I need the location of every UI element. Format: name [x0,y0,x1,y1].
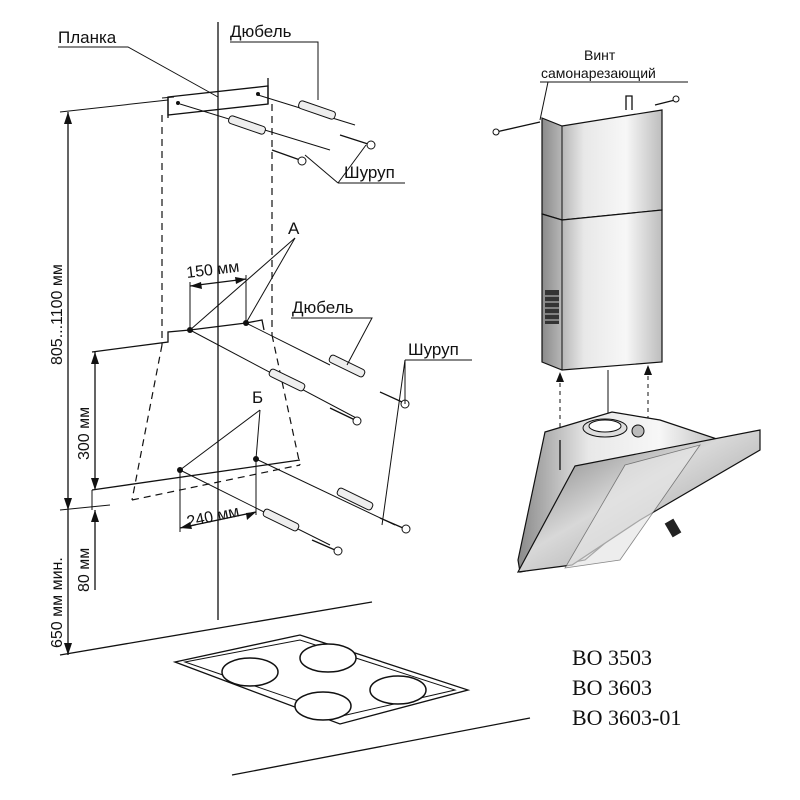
dimension-650 [59,504,111,655]
upper-mount-plate [91,319,265,353]
dimension-150 [189,275,247,330]
label-dyubel-top: Дюбель [230,22,292,41]
dowel-top-1 [179,103,331,151]
dimension-300 [91,352,99,510]
hood-glass-panel [516,429,761,573]
mid-dowels [189,322,410,426]
leader-lines [58,41,472,526]
screw-top-1 [271,149,307,166]
screw-right-hood [654,95,680,106]
label-point-a: А [288,219,300,238]
model-1: ВО 3503 [572,645,652,670]
dim-150: 150 мм [185,259,240,282]
mounting-bracket [161,78,269,118]
model-2: ВО 3603 [572,675,652,700]
dimension-80 [91,510,99,590]
chimney-outline-dashed [131,104,301,501]
hob [172,634,471,725]
screw-top-2 [339,134,376,150]
label-vint-2: самонарезающий [541,65,656,81]
dowel-top-2 [257,94,356,126]
vent-grille [545,290,559,324]
lower-mount-line [91,456,411,556]
countertop [59,601,531,776]
dim-240: 240 мм [185,503,241,531]
screw-left-hood [492,121,541,136]
vint-leader [539,81,549,121]
label-planka: Планка [58,28,117,47]
label-shurup-top: Шуруп [344,163,395,182]
chimney-lower [541,209,663,371]
chimney-upper [541,95,663,221]
ceiling-ref-line [59,99,169,113]
label-dyubel-mid: Дюбель [292,298,354,317]
dimension-240 [179,459,257,532]
dimension-total [64,112,72,510]
label-point-b: Б [252,388,263,407]
model-3: ВО 3603-01 [572,705,681,730]
dim-total: 805...1100 мм [49,264,66,365]
dim-650: 650 мм мин. [49,557,66,648]
label-shurup-mid: Шуруп [408,340,459,359]
dim-300: 300 мм [76,407,93,460]
dim-80: 80 мм [76,548,93,592]
label-vint-1: Винт [584,47,616,63]
